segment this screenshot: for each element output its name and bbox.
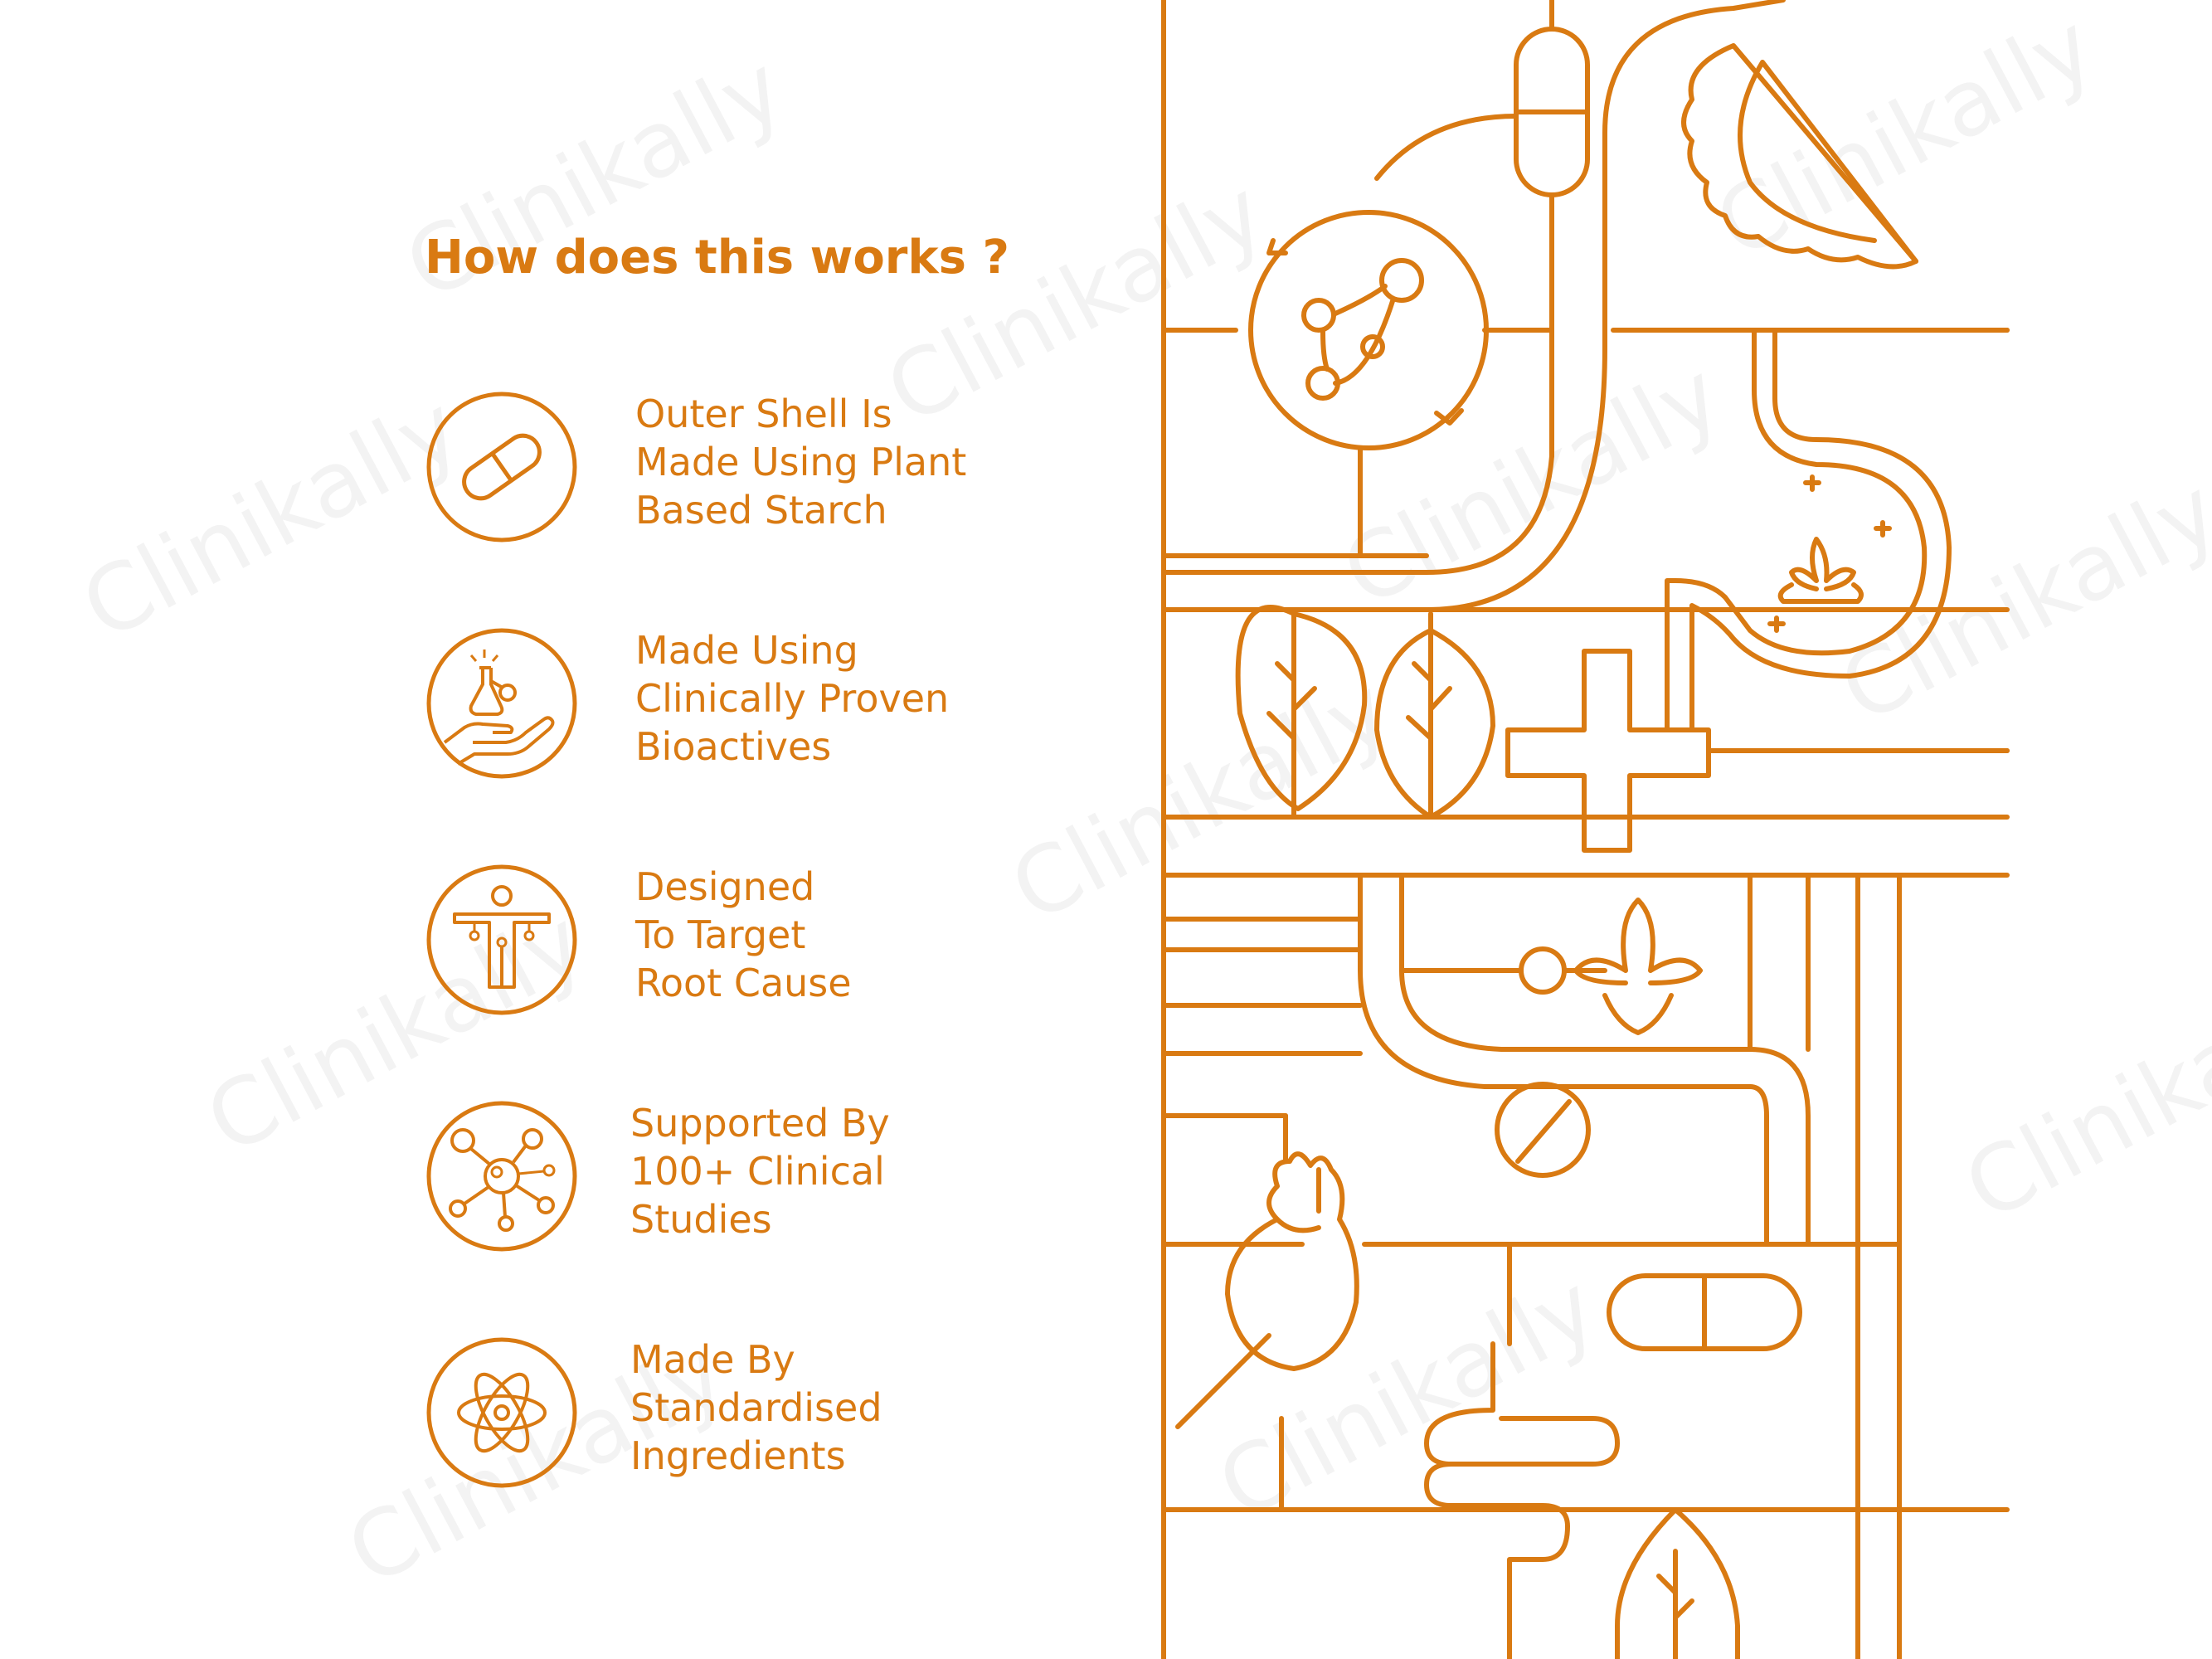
molecule-network-icon — [425, 1099, 579, 1253]
body-target-icon — [425, 863, 579, 1017]
health-line-illustration — [1153, 0, 2212, 1659]
feature-line: Made By — [630, 1337, 795, 1382]
feature-line: Made Using Plant — [635, 440, 967, 484]
feature-line: Based Starch — [635, 488, 887, 533]
capsule-icon — [425, 390, 579, 544]
feature-text: Outer Shell Is Made Using Plant Based St… — [635, 390, 1067, 534]
feature-line: Made Using — [635, 628, 858, 673]
atom-icon — [425, 1335, 579, 1490]
feature-line: Outer Shell Is — [635, 392, 892, 436]
feature-item-bioactives: Made Using Clinically Proven Bioactives — [425, 626, 1055, 784]
feature-line: To Target — [635, 912, 806, 957]
feature-item-plant-starch: Outer Shell Is Made Using Plant Based St… — [425, 390, 1055, 547]
feature-line: Standardised — [630, 1385, 882, 1430]
feature-item-standardised-ingredients: Made By Standardised Ingredients — [425, 1335, 1055, 1493]
feature-text: Made By Standardised Ingredients — [630, 1335, 1062, 1480]
feature-item-clinical-studies: Supported By 100+ Clinical Studies — [425, 1099, 1055, 1257]
feature-text: Designed To Target Root Cause — [635, 863, 1067, 1007]
feature-text: Supported By 100+ Clinical Studies — [630, 1099, 1062, 1243]
feature-line: Root Cause — [635, 961, 852, 1005]
feature-line: Clinically Proven — [635, 676, 950, 721]
feature-line: Ingredients — [630, 1433, 846, 1478]
feature-line: Studies — [630, 1197, 772, 1242]
features-panel: How does this works ? Outer Shell Is Mad… — [425, 231, 1055, 1493]
feature-item-root-cause: Designed To Target Root Cause — [425, 863, 1055, 1020]
feature-text: Made Using Clinically Proven Bioactives — [635, 626, 1067, 771]
feature-line: Supported By — [630, 1101, 890, 1146]
microscope-hand-icon — [425, 626, 579, 781]
feature-line: Designed — [635, 864, 815, 909]
feature-line: Bioactives — [635, 724, 832, 769]
section-heading: How does this works ? — [425, 231, 1009, 285]
feature-line: 100+ Clinical — [630, 1149, 885, 1194]
